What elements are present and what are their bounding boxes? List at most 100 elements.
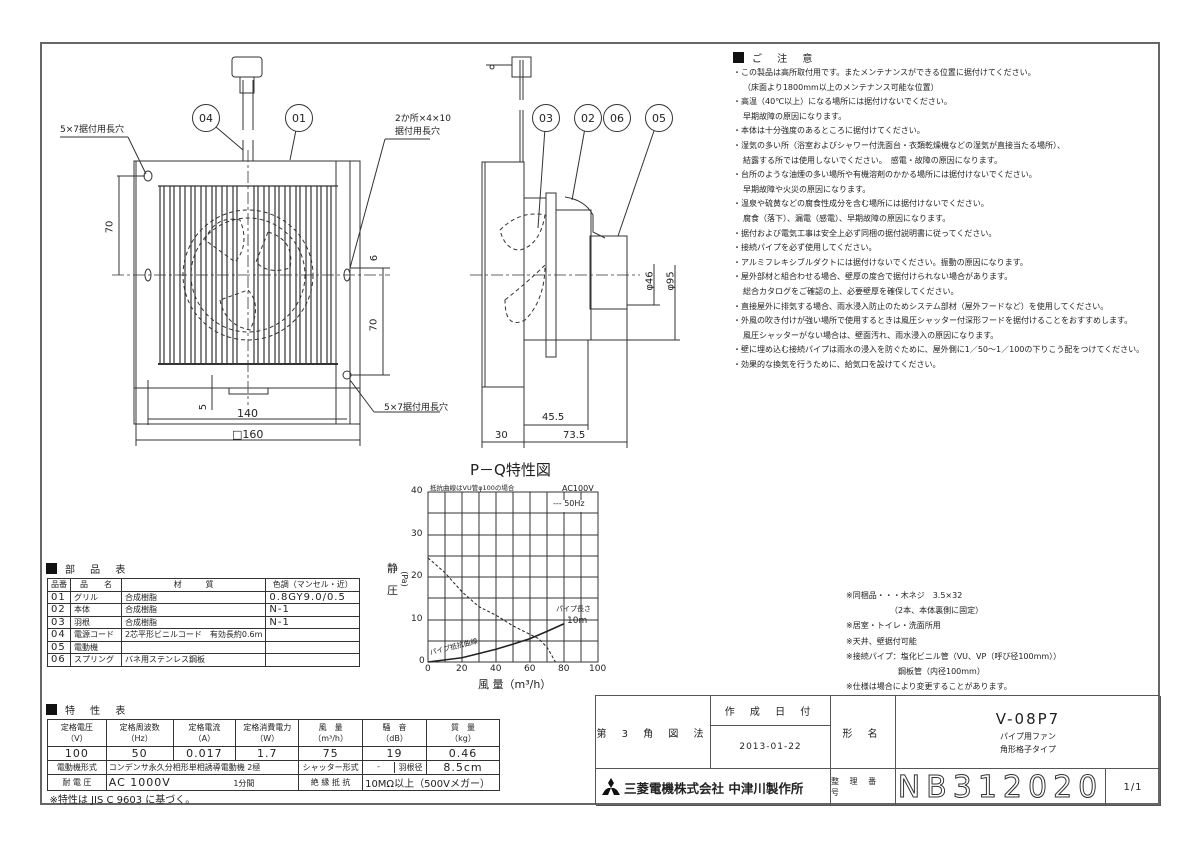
company-name: 三菱電機株式会社 中津川製作所 <box>624 780 804 796</box>
parts-cell: グリル <box>70 590 122 604</box>
callout-02: 02 <box>574 104 602 132</box>
caution-title: ご 注 意 <box>733 50 818 65</box>
chart-ytick: 20 <box>411 571 423 581</box>
motor-type-label: 電動機形式 <box>47 760 107 775</box>
pq-curves <box>427 557 565 663</box>
spec-header-cell: 質 量（kg） <box>426 719 500 747</box>
projection-method: 第 3 角 図 法 <box>596 696 711 769</box>
chart-xtick: 100 <box>589 664 607 674</box>
spec-header-cell: 定格消費電力（W） <box>235 719 300 747</box>
spec-header-unit: （m³/h） <box>313 734 348 743</box>
spec-header-unit: （kg） <box>450 734 476 743</box>
spec-header-unit: （A） <box>193 734 216 743</box>
spec-value-cell: 0.017 <box>172 746 237 761</box>
dim-depth-73-5: 73.5 <box>563 430 586 441</box>
parts-header-cell: 色調（マンセル・近） <box>265 578 360 592</box>
caution-line: ・直接屋外に排気する場合、雨水浸入防止のためシステム部材（屋外フードなど）を使用… <box>733 301 1109 311</box>
withstand-cell: AC 1000V 1分間 <box>105 774 300 791</box>
extra-note-line: ※居室・トイレ・洗面所用 <box>846 621 941 631</box>
spec-header-cell: 定格周波数 （Hz） <box>105 719 174 747</box>
extra-note-line: 鋼板管（内径100mm） <box>898 667 985 677</box>
extra-notes: ※同梱品・・・木ネジ 3.5×32 （2本、本体裏側に固定） ※居室・トイレ・洗面所… <box>846 588 1061 694</box>
parts-cell: 合成樹脂 <box>120 615 267 629</box>
spec-header-cell: 定格電流 （A） <box>172 719 237 747</box>
chart-annotation-ac100v: AC100V <box>562 484 594 493</box>
insulation-label: 絶 縁 抵 抗 <box>298 774 364 791</box>
bullet-square-icon <box>46 563 57 574</box>
dim-width-140: 140 <box>237 407 258 420</box>
parts-header-cell: 品番 <box>47 578 71 592</box>
dim-dia-46: φ46 <box>644 271 656 291</box>
caution-line: ・高温（40℃以上）になる場所には据付けないでください。 <box>733 97 952 107</box>
pq-chart-grid <box>427 491 599 663</box>
withstand-label: 耐 電 圧 <box>47 774 107 791</box>
label-slot-top-right-1: 2か所×4×10 <box>395 114 451 124</box>
caution-line: ・温泉や硫黄などの腐食性成分を含む場所には据付けないでください。 <box>733 199 989 209</box>
parts-cell: 04 <box>47 628 71 642</box>
extra-note-line: （2本、本体裏側に固定） <box>890 606 984 616</box>
spec-table: 定格電圧（V）定格周波数（Hz）定格電流（A）定格消費電力（W）風 量（m³/h… <box>47 719 500 806</box>
drawing-no: NB312020 <box>897 769 1104 805</box>
spec-header-cell: 騒 音（dB） <box>362 719 428 747</box>
chart-ytick: 40 <box>411 486 423 496</box>
spec-table-title: 特 性 表 <box>46 702 131 717</box>
extra-note-line: ※接続パイプ：塩化ビニル管（VU、VP（呼び径100mm）） <box>846 651 1062 661</box>
spec-header-name: 定格電流 <box>188 723 221 732</box>
chart-ylabel-2: 圧 <box>387 584 398 597</box>
caution-line: ・屋外部材と組合わせる場合、壁厚の度合で据付けられない場合があります。 <box>733 272 1013 282</box>
caution-line: 早期故障や火災の原因になります。 <box>743 184 871 194</box>
parts-cell: N-1 <box>265 603 360 617</box>
date-value: 2013-01-22 <box>711 726 831 769</box>
dim-dia-95: φ95 <box>665 271 677 291</box>
parts-header-cell: 材 質 <box>120 578 267 592</box>
spec-header-name: 定格電圧 <box>60 723 93 732</box>
caution-line: ・据付および電気工事は安全上必ず同梱の据付説明書に従ってください。 <box>733 228 997 238</box>
spec-value-cell: 75 <box>298 746 364 761</box>
chart-ylabel-1: 静 <box>387 562 398 575</box>
parts-cell: N-1 <box>265 615 360 629</box>
shutter-label: シャッター形式 <box>298 760 364 775</box>
spec-header-unit: （V） <box>66 734 88 743</box>
chart-xtick: 60 <box>524 664 536 674</box>
label-slot-bottom-right: 5×7据付用長穴 <box>384 403 448 413</box>
chart-xtick: 80 <box>558 664 570 674</box>
parts-cell: 0.8GY9.0/0.5 <box>265 590 360 604</box>
chart-annotation-10m: 10m <box>567 616 588 626</box>
chart-subtitle: 抵抗曲線はVU管φ100の場合 <box>430 484 515 492</box>
shutter-value: - <box>363 762 396 773</box>
drawing-no-cell: NB312020 <box>896 769 1106 806</box>
caution-line: ・本体は十分強度のあるところに据付けてください。 <box>733 126 925 136</box>
title-block: 第 3 角 図 法 作 成 日 付 2013-01-22 形 名 V-08P7 … <box>595 695 1161 806</box>
parts-cell: 合成樹脂 <box>120 590 267 604</box>
company-cell: 三菱電機株式会社 中津川製作所 <box>596 769 831 806</box>
chart-xtick: 0 <box>425 664 431 674</box>
callout-01: 01 <box>285 104 313 132</box>
extra-note-line: ※同梱品・・・木ネジ 3.5×32 <box>846 591 963 600</box>
spec-header-name: 定格周波数 <box>119 723 160 732</box>
sheet-number: 1/1 <box>1106 769 1161 806</box>
caution-line: ・壁に埋め込む接続パイプは雨水の浸入を防ぐために、屋外側に1／50～1／100の… <box>733 345 1145 355</box>
callout-06: 06 <box>603 104 631 132</box>
caution-line: 風圧シャッターがない場合は、壁面汚れ、雨水浸入の原因になります。 <box>743 330 999 340</box>
dim-depth-45-5: 45.5 <box>542 412 565 423</box>
dim-width-160: □160 <box>232 428 264 441</box>
spec-header-unit: （dB） <box>381 734 408 743</box>
callout-04: 04 <box>192 104 220 132</box>
chart-xtick: 40 <box>490 664 502 674</box>
chart-title: P－Q特性図 <box>470 461 551 479</box>
parts-cell: 05 <box>47 640 71 654</box>
spec-header-unit: （Hz） <box>126 734 153 743</box>
caution-line: （床面より1800mm以上のメンテナンス可能な位置） <box>743 82 939 92</box>
parts-cell: 電源コード <box>70 628 122 642</box>
spec-value-cell: 0.46 <box>426 746 500 761</box>
model-desc-1: パイプ用ファン <box>1000 731 1056 741</box>
spec-value-cell: 1.7 <box>235 746 300 761</box>
chart-annotation-pipe-length: パイプ長さ <box>556 605 591 613</box>
caution-line: 腐食（落下）、漏電（感電）、早期故障の原因になります。 <box>743 213 951 223</box>
model-number: V-08P7 <box>995 709 1061 728</box>
chart-ytick: 0 <box>419 656 425 666</box>
